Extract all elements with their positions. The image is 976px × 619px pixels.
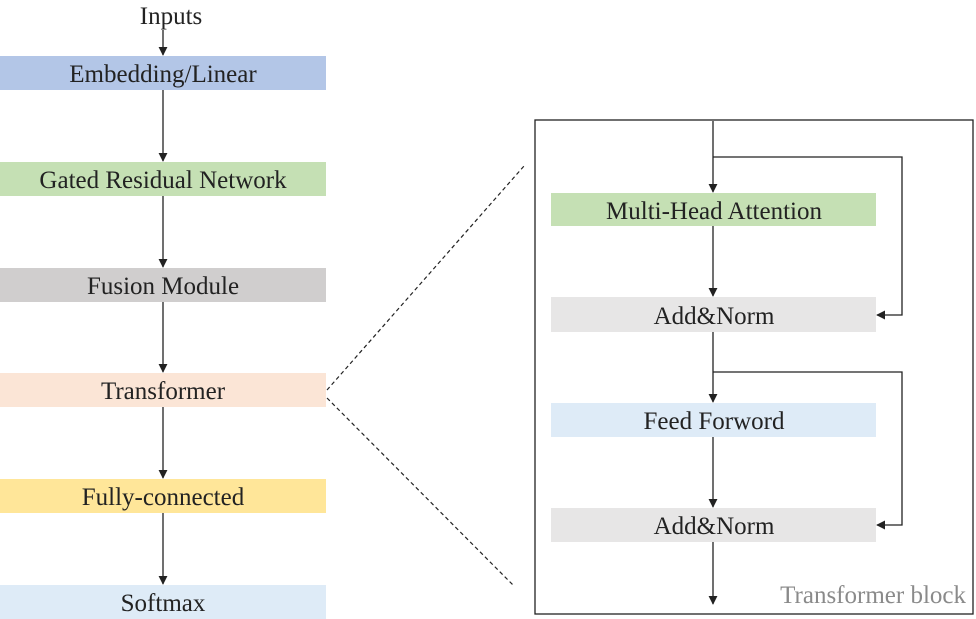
grn-label: Gated Residual Network [39, 167, 287, 194]
mha-box [551, 193, 876, 226]
transformer-block-layers: Multi-Head Attention Add&Norm Feed Forwo… [551, 193, 876, 542]
softmax-label: Softmax [121, 590, 206, 617]
inputs-label: Inputs [140, 3, 203, 30]
layer-ffn: Feed Forword [551, 403, 876, 437]
addnorm-1-box [551, 297, 876, 332]
ffn-box [551, 403, 876, 437]
residual-connection-2 [713, 371, 903, 530]
addnorm-2-box [551, 508, 876, 542]
fully-connected-box [0, 479, 326, 513]
zoom-line-upper [326, 165, 525, 391]
pipeline: Embedding/Linear Gated Residual Network … [0, 56, 326, 619]
softmax-box [0, 585, 326, 619]
transformer-block-frame [534, 119, 974, 615]
embedding-box [0, 56, 326, 90]
layer-mha: Multi-Head Attention [551, 193, 876, 226]
mha-label: Multi-Head Attention [606, 198, 822, 225]
pipeline-step-fusion: Fusion Module [0, 268, 326, 302]
fusion-box [0, 268, 326, 302]
zoom-line-lower [326, 397, 515, 587]
pipeline-step-softmax: Softmax [0, 585, 326, 619]
addnorm-1-label: Add&Norm [654, 303, 775, 330]
embedding-label: Embedding/Linear [69, 61, 257, 88]
transformer-block-arrows [708, 121, 903, 605]
fully-connected-label: Fully-connected [82, 484, 245, 511]
fusion-label: Fusion Module [87, 273, 239, 300]
residual-connection-1 [713, 156, 903, 320]
grn-box [0, 162, 326, 196]
pipeline-step-fully-connected: Fully-connected [0, 479, 326, 513]
addnorm-2-label: Add&Norm [654, 513, 775, 540]
ffn-label: Feed Forword [644, 408, 785, 435]
transformer-block-title: Transformer block [780, 582, 966, 609]
transformer-label: Transformer [101, 378, 226, 405]
layer-addnorm-2: Add&Norm [551, 508, 876, 542]
pipeline-step-grn: Gated Residual Network [0, 162, 326, 196]
zoom-connector [326, 165, 525, 587]
layer-addnorm-1: Add&Norm [551, 297, 876, 332]
pipeline-step-embedding: Embedding/Linear [0, 56, 326, 90]
transformer-box [0, 373, 326, 407]
pipeline-step-transformer: Transformer [0, 373, 326, 407]
